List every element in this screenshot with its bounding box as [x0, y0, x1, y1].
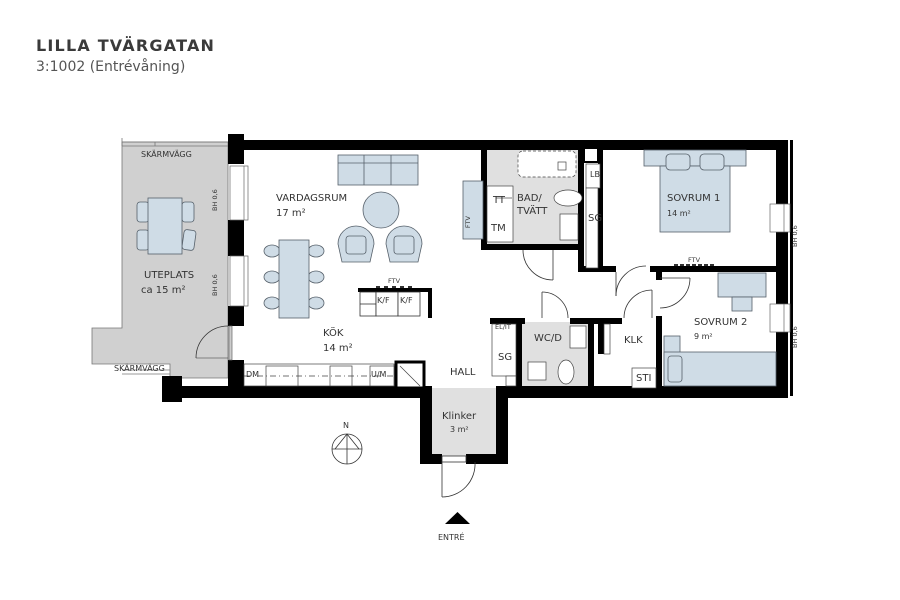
fixture-sti: STI: [636, 373, 652, 384]
screen-wall-label-top: SKÄRMVÄGG: [141, 150, 192, 159]
fixture-elit: EL/IT: [495, 323, 511, 331]
fixture-kf-2: K/F: [400, 296, 413, 305]
entrance-arrow-icon: [445, 512, 470, 524]
room-bad-name-2: TVÄTT: [517, 206, 548, 217]
interior-doors: [522, 249, 691, 319]
room-sovrum1-area: 14 m²: [667, 209, 691, 218]
dining-table: [263, 239, 325, 319]
room-sovrum1-name: SOVRUM 1: [667, 193, 721, 204]
fixture-kf-1: K/F: [377, 296, 390, 305]
coffee-table: [362, 191, 400, 229]
fixture-dm: DM: [246, 370, 260, 379]
room-klinker-name: Klinker: [442, 411, 477, 422]
window-bh-right-top: BH 0,6: [790, 225, 799, 247]
fixture-sg-bath: SG: [588, 213, 603, 224]
room-vardagsrum-area: 17 m²: [276, 208, 306, 219]
terrace-area: [91, 138, 229, 379]
bed-sovrum1: [643, 149, 747, 233]
kitchen-island: [359, 291, 421, 317]
fixture-um: U/M: [371, 370, 387, 379]
walls: [162, 134, 793, 464]
sofa: [337, 154, 419, 186]
room-hall-name: HALL: [450, 367, 476, 378]
fixture-tm: TM: [491, 223, 506, 234]
room-sovrum2-area: 9 m²: [694, 332, 713, 341]
room-wc-name: WC/D: [534, 333, 562, 344]
window-bh-left-bottom: BH 0,6: [210, 274, 219, 296]
entry-door: [441, 455, 476, 498]
armchairs: [337, 225, 423, 263]
fixture-lb: LB: [590, 170, 600, 179]
window-bh-left-top: BH 0,6: [210, 189, 219, 211]
entrance-floor: [428, 388, 500, 460]
room-vardagsrum-name: VARDAGSRUM: [276, 193, 348, 204]
sovrum2-furniture: [663, 272, 777, 387]
room-uteplats-name: UTEPLATS: [144, 270, 195, 281]
fixture-sg-hall: SG: [498, 352, 513, 363]
fixture-ftv-living: FTV: [463, 216, 472, 229]
screen-wall-label-bottom: SKÄRMVÄGG: [114, 364, 165, 373]
compass-label: N: [343, 421, 349, 430]
fixture-ftv-bedroom: FTV: [688, 256, 701, 264]
unit-subtitle: 3:1002 (Entrévåning): [36, 59, 186, 75]
fixture-tt: TT: [493, 195, 506, 206]
room-kok-area: 14 m²: [323, 343, 353, 354]
project-title: LILLA TVÄRGATAN: [36, 36, 216, 55]
room-klk-name: KLK: [624, 335, 643, 346]
kitchen-counter: [243, 360, 426, 390]
tv-cabinet: [462, 180, 484, 240]
room-sovrum2-name: SOVRUM 2: [694, 317, 748, 328]
ftv-markings: [376, 264, 714, 288]
windows: [228, 165, 791, 361]
terrace-dining-set: [136, 197, 197, 255]
room-klinker-area: 3 m²: [450, 425, 469, 434]
compass-icon: [331, 433, 363, 465]
room-uteplats-area: ca 15 m²: [141, 285, 186, 296]
window-bh-right-bottom: BH 0,6: [790, 326, 799, 348]
bath-fixtures: [486, 147, 601, 269]
entrance-label: ENTRÉ: [438, 533, 465, 542]
wc-fixtures: [491, 323, 657, 389]
room-bad-name-1: BAD/: [517, 193, 542, 204]
room-kok-name: KÖK: [323, 328, 344, 339]
fixture-ftv-kitchen: FTV: [388, 277, 401, 285]
